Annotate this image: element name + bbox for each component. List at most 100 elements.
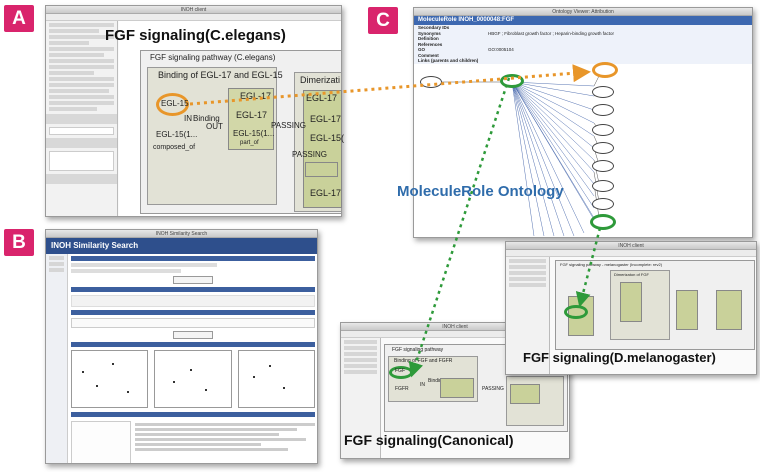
ontology-node[interactable] <box>592 86 614 98</box>
scatter-plot[interactable] <box>154 350 232 408</box>
property-row[interactable] <box>509 283 546 287</box>
property-row[interactable] <box>49 41 89 45</box>
sidebar-link[interactable] <box>49 262 64 266</box>
node-fgf: FGF <box>395 368 405 374</box>
property-row[interactable] <box>509 259 546 263</box>
node-egl17-r3: EGL-17 <box>310 188 342 198</box>
panel-label-c: C <box>368 7 398 34</box>
property-row[interactable] <box>49 65 114 69</box>
window-melanogaster-toolbar[interactable] <box>506 250 756 257</box>
property-row[interactable] <box>49 89 109 93</box>
submit-button[interactable] <box>173 331 213 339</box>
ontology-node-fgfr[interactable] <box>590 214 616 230</box>
search-button[interactable] <box>173 276 213 284</box>
property-row[interactable] <box>49 107 97 111</box>
detail-results <box>71 421 315 463</box>
window-b-title: INOH Similarity Search <box>155 231 208 237</box>
mel-node[interactable] <box>620 282 642 322</box>
ontology-node[interactable] <box>592 104 614 116</box>
property-row[interactable] <box>509 271 546 275</box>
sidebar-link[interactable] <box>49 268 64 272</box>
property-row[interactable] <box>344 352 377 356</box>
ontology-caption: MoleculeRole Ontology <box>397 183 564 200</box>
property-row[interactable] <box>509 265 546 269</box>
property-row[interactable] <box>49 83 114 87</box>
melanogaster-pathway-header: FGF signaling pathway - melanogaster (In… <box>560 262 663 267</box>
scatter-plot[interactable] <box>237 350 315 408</box>
ontology-graph[interactable] <box>414 62 752 237</box>
query-section-bar <box>71 256 315 261</box>
detail-diagram[interactable] <box>71 421 131 463</box>
ontology-node[interactable] <box>592 124 614 136</box>
plot-section-bar <box>71 342 315 347</box>
property-row[interactable] <box>49 77 114 81</box>
ontology-node[interactable] <box>592 180 614 192</box>
label-composed-of: composed_of <box>153 144 196 151</box>
ontology-node-fgf[interactable] <box>500 74 524 88</box>
attribute-row: Secondary IDs <box>418 25 748 31</box>
label-canonical-binding: Binding <box>428 378 445 384</box>
property-row[interactable] <box>49 23 114 27</box>
label-in: IN <box>184 114 192 123</box>
attribute-value: HBGF ; Fibroblast growth factor ; Hepari… <box>488 30 615 36</box>
ontology-node[interactable] <box>592 142 614 154</box>
dimer-complex[interactable] <box>303 90 342 208</box>
label-passing-2: PASSING <box>292 150 327 159</box>
mel-node[interactable] <box>716 290 742 330</box>
canonical-binding-title: Binding of FGF and FGFR <box>394 358 453 364</box>
label-part-of: part_of <box>240 140 259 146</box>
sidebar-link[interactable] <box>49 256 64 260</box>
node-green-small[interactable] <box>305 162 338 177</box>
attribute-value: GO:0005104 <box>488 47 514 52</box>
compound-list[interactable] <box>49 151 114 171</box>
property-row[interactable] <box>509 277 546 281</box>
attribute-row: Links (parents and children) <box>418 58 748 64</box>
node-egl15-top: EGL-15 <box>161 99 189 108</box>
section-header[interactable] <box>46 114 117 124</box>
highlight-egl15-orange[interactable] <box>156 93 189 116</box>
property-row[interactable] <box>49 95 114 99</box>
node-egl15-bottom: EGL-15(1... <box>156 130 198 139</box>
property-row[interactable] <box>344 370 377 374</box>
window-c: Ontology Viewer: Attribution MoleculeRol… <box>413 7 753 238</box>
property-row[interactable] <box>344 364 377 368</box>
melanogaster-dimer-title: Dimerizaton of FGF <box>614 272 649 277</box>
text-line <box>135 448 288 451</box>
text-line <box>135 428 297 431</box>
canonical-right-complex[interactable] <box>510 384 540 404</box>
property-row[interactable] <box>49 29 99 33</box>
node-fgfr: FGFR <box>395 386 409 392</box>
scatter-plot[interactable] <box>71 350 149 408</box>
property-row[interactable] <box>49 35 114 39</box>
label-binding: Binding <box>193 114 220 123</box>
property-row[interactable] <box>344 346 377 350</box>
window-a-toolbar[interactable] <box>46 14 341 21</box>
section-header[interactable] <box>46 138 117 148</box>
window-b: INOH Similarity Search INOH Similarity S… <box>45 229 318 464</box>
property-row[interactable] <box>344 358 377 362</box>
attribute-key: Secondary IDs <box>418 25 450 30</box>
highlight-mel-green[interactable] <box>564 305 588 319</box>
mel-node[interactable] <box>676 290 698 330</box>
attribute-key: Synonyms <box>418 30 441 36</box>
attribute-row: Definition <box>418 36 748 42</box>
result-table[interactable] <box>71 295 315 307</box>
attribute-row: Synonyms HBGF ; Fibroblast growth factor … <box>418 31 748 37</box>
property-row[interactable] <box>49 47 114 51</box>
query-input[interactable] <box>71 318 315 328</box>
property-row[interactable] <box>344 340 377 344</box>
property-row[interactable] <box>49 53 104 57</box>
property-row[interactable] <box>49 59 114 63</box>
ontology-node[interactable] <box>592 160 614 172</box>
canonical-complex[interactable] <box>440 378 474 398</box>
plot-point <box>268 365 271 367</box>
ontology-node-root[interactable] <box>420 76 442 88</box>
ontology-node[interactable] <box>592 198 614 210</box>
property-row[interactable] <box>49 101 114 105</box>
pathway-header: FGF signaling pathway (C.elegans) <box>150 53 276 62</box>
section-header[interactable] <box>46 174 117 184</box>
property-row[interactable] <box>49 71 94 75</box>
label-canonical-in: IN <box>420 382 425 388</box>
ontology-node-egl15[interactable] <box>592 62 618 78</box>
arrow-selector[interactable] <box>49 127 114 135</box>
